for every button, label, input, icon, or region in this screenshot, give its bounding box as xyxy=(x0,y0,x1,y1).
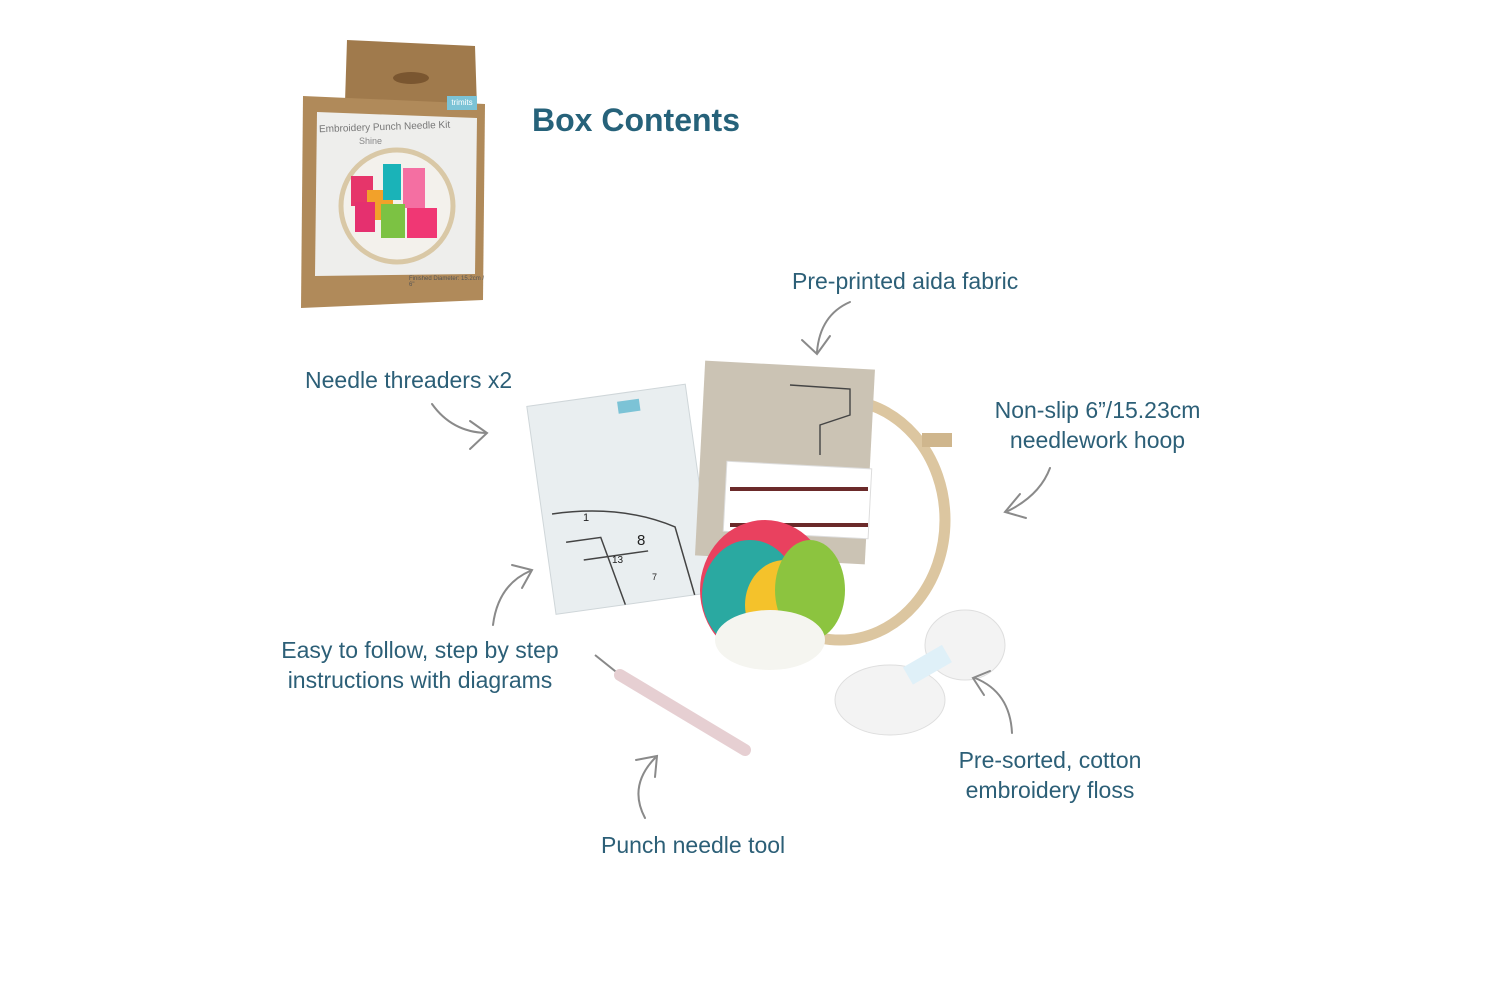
arrow-hoop xyxy=(1007,467,1051,512)
label-punch-needle: Punch needle tool xyxy=(601,832,786,858)
arrow-floss xyxy=(974,677,1013,734)
kit-items-image: 8 1 13 7 xyxy=(520,355,1040,775)
label-floss-line2: embroidery floss xyxy=(965,777,1135,803)
arrow-aida xyxy=(816,301,851,353)
arrow-tool xyxy=(637,757,656,819)
label-needle-threaders: Needle threaders x2 xyxy=(305,367,513,393)
label-aida-fabric: Pre-printed aida fabric xyxy=(792,268,1019,294)
arrow-threaders xyxy=(431,403,487,434)
hoop-artwork xyxy=(338,147,456,265)
sheet-number-1: 1 xyxy=(583,512,590,524)
sheet-number-8: 8 xyxy=(637,532,646,549)
sheet-number-7: 7 xyxy=(652,572,658,582)
box-line2: Shine xyxy=(359,136,383,146)
box-footnote: Finished Diameter: 15.2cm / 6" xyxy=(409,276,485,288)
label-hoop-line2: needlework hoop xyxy=(1009,427,1186,453)
product-box-image: Embroidery Punch Needle Kit Shine trimit… xyxy=(299,38,489,310)
label-hoop-line1: Non-slip 6”/15.23cm xyxy=(994,397,1201,423)
label-hoop: Non-slip 6”/15.23cm needlework hoop xyxy=(975,395,1220,455)
label-instructions-line2: instructions with diagrams xyxy=(287,667,553,693)
page-title: Box Contents xyxy=(532,102,740,138)
label-floss-line1: Pre-sorted, cotton xyxy=(958,747,1142,773)
label-instructions-line1: Easy to follow, step by step xyxy=(281,637,559,663)
arrow-instructions xyxy=(492,570,531,626)
label-floss: Pre-sorted, cotton embroidery floss xyxy=(945,745,1155,805)
sheet-number-13: 13 xyxy=(612,555,624,566)
brand-badge: trimits xyxy=(447,96,477,110)
label-instructions: Easy to follow, step by step instruction… xyxy=(260,635,580,695)
